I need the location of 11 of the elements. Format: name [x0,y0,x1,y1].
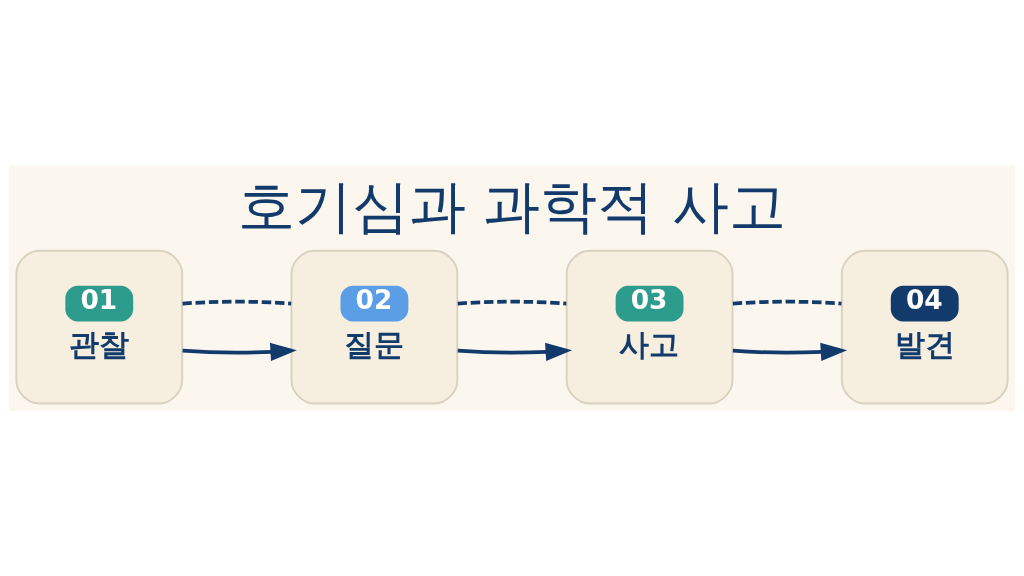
arrow [732,342,848,361]
node-box: 02 질문 [290,249,459,404]
connector [457,299,567,305]
arrow [182,342,297,361]
connector [182,299,292,305]
node-box: 01 관찰 [15,249,184,404]
arrow [457,342,573,361]
diagram-title: 호기심과 과학적 사고 [237,173,787,239]
connector [732,299,842,305]
node-box: 03 사고 [565,249,734,404]
node-box: 04 발견 [840,249,1009,404]
